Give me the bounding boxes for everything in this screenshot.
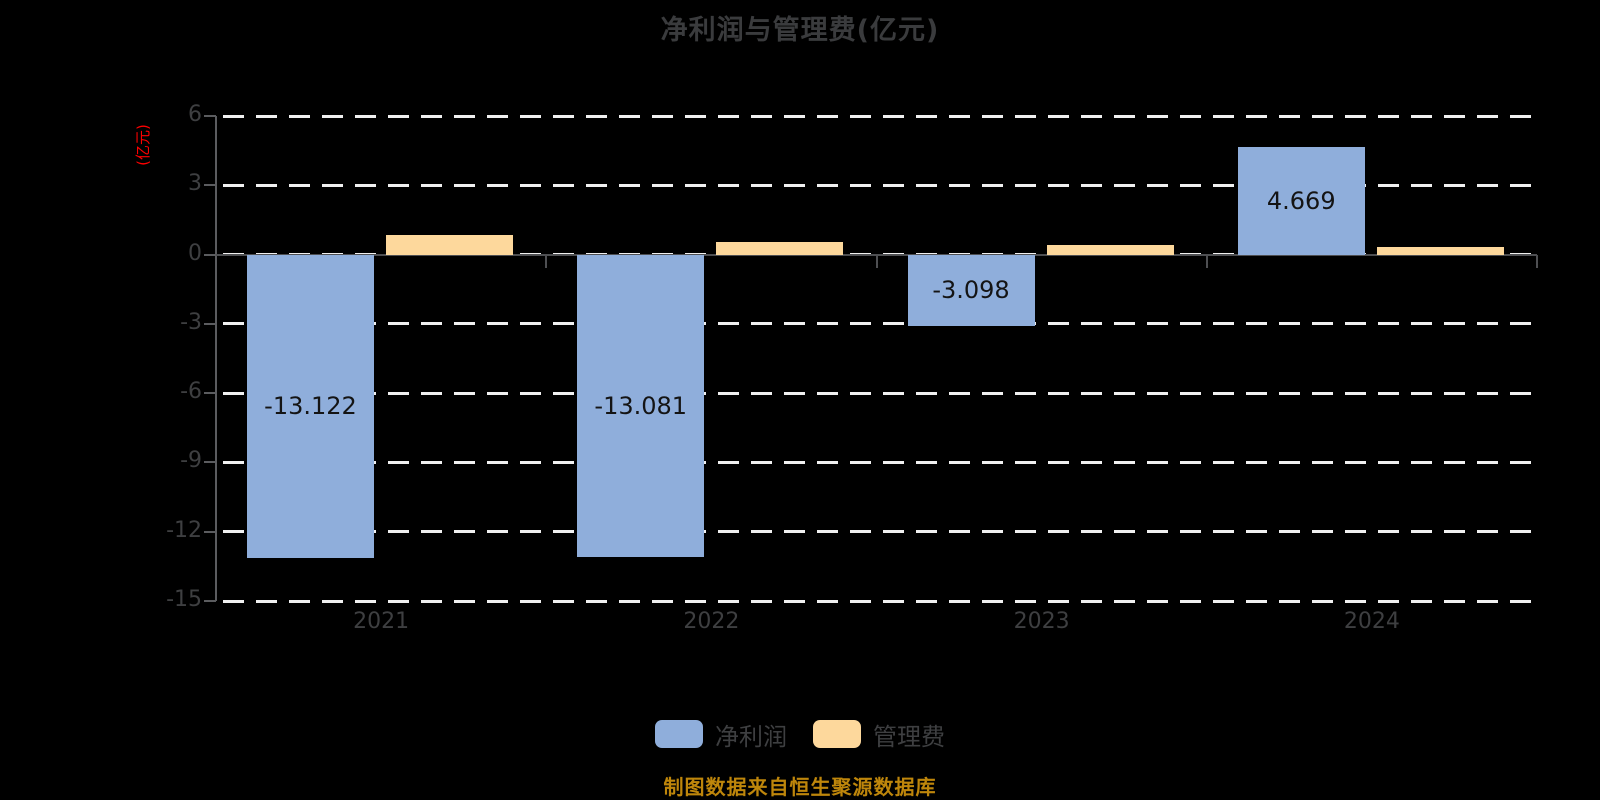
y-axis-line (215, 116, 217, 601)
x-axis-tick (545, 254, 548, 268)
gridline (223, 183, 1537, 187)
bar-net-profit-2021[interactable] (247, 254, 374, 558)
data-source-note: 制图数据来自恒生聚源数据库 (663, 775, 937, 799)
x-tick-label-2022: 2022 (683, 609, 740, 634)
y-tick-label: 3 (188, 171, 202, 197)
x-tick-label-2024: 2024 (1343, 609, 1400, 634)
gridline (223, 460, 1537, 464)
y-tick-mark (204, 530, 216, 533)
y-tick-mark (204, 392, 216, 395)
bar-management-fee-2022[interactable] (716, 241, 844, 255)
gridline (223, 391, 1537, 395)
y-tick-label: -9 (180, 448, 202, 474)
legend-item-net-profit[interactable]: 净利润 (655, 717, 787, 752)
y-tick-label: 6 (188, 102, 202, 127)
bar-management-fee-2023[interactable] (1046, 244, 1174, 255)
y-tick-mark (204, 184, 216, 187)
gridline (223, 530, 1537, 534)
y-tick-mark (204, 322, 216, 325)
bar-net-profit-2024[interactable] (1237, 146, 1365, 255)
y-tick-label: 0 (188, 240, 202, 266)
management-fee-swatch (813, 720, 861, 748)
gridline (223, 599, 1537, 603)
gridline (223, 114, 1537, 118)
x-axis-tick (1536, 254, 1538, 268)
bar-management-fee-2024[interactable] (1376, 246, 1504, 255)
x-axis-tick (1205, 254, 1208, 268)
x-tick-label-2023: 2023 (1013, 609, 1070, 634)
y-tick-label: -6 (180, 379, 202, 405)
y-tick-mark (204, 253, 216, 256)
management-fee-legend-label: 管理费 (873, 722, 945, 751)
legend-item-management-fee[interactable]: 管理费 (813, 717, 945, 752)
bar-value-label-net-profit-2022: -13.081 (594, 391, 688, 420)
y-tick-label: -15 (166, 587, 202, 612)
x-tick-label-2021: 2021 (353, 609, 410, 634)
y-tick-label: -3 (180, 309, 202, 335)
y-tick-mark (204, 600, 216, 602)
bar-net-profit-2022[interactable] (577, 254, 705, 557)
bar-net-profit-2023[interactable] (907, 254, 1035, 327)
bar-value-label-net-profit-2024: 4.669 (1266, 186, 1336, 215)
bar-management-fee-2021[interactable] (386, 234, 513, 255)
net-profit-legend-label: 净利润 (715, 722, 787, 751)
legend: 净利润 管理费 (0, 717, 1600, 752)
x-axis-tick (875, 254, 878, 268)
chart-title: 净利润与管理费(亿元) (660, 15, 940, 46)
y-tick-label: -12 (166, 517, 202, 543)
bar-value-label-net-profit-2021: -13.122 (264, 392, 357, 421)
net-profit-swatch (655, 720, 703, 748)
y-tick-mark (204, 461, 216, 464)
bar-value-label-net-profit-2023: -3.098 (932, 276, 1010, 305)
gridline (223, 322, 1537, 326)
y-tick-mark (204, 115, 216, 117)
